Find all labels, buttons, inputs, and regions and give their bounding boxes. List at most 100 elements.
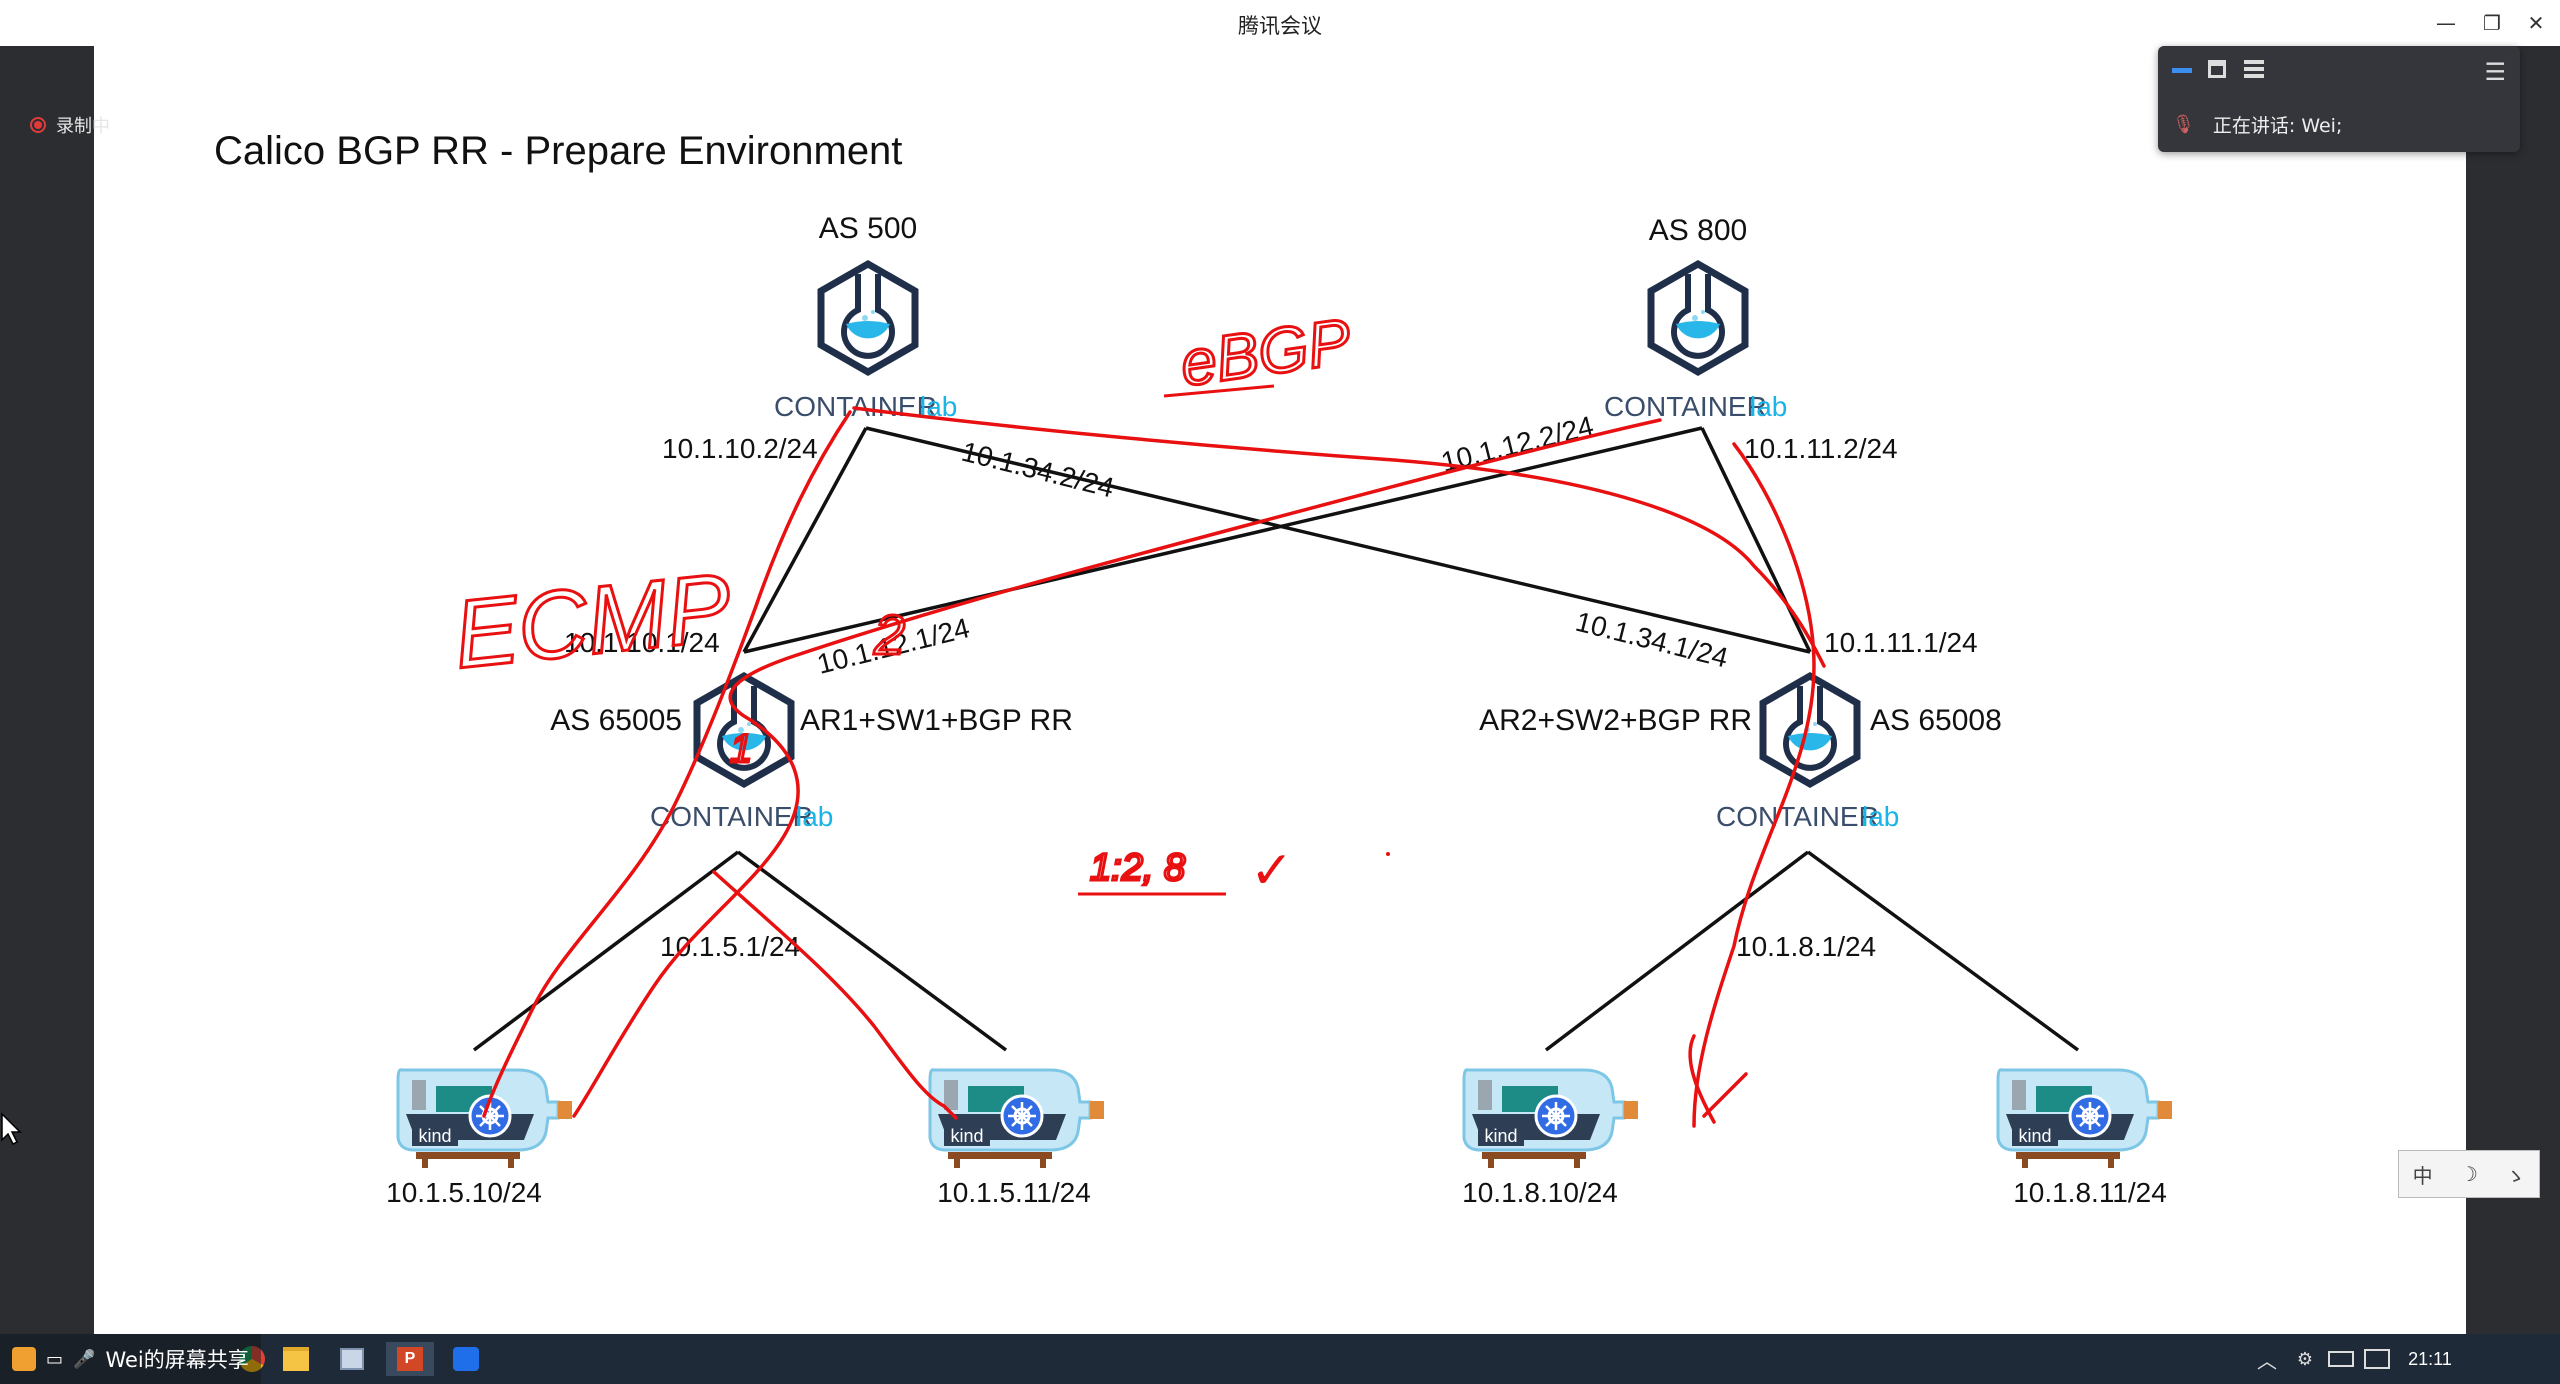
speaker-panel: ☰ 🎙 正在讲话: Wei; [2158,46,2520,152]
host-ip: 10.1.8.11/24 [2013,1177,2167,1208]
slide-title: Calico BGP RR - Prepare Environment [214,129,902,173]
node-right-rr: AR2+SW2+BGP RR AS 65008 CONTAINER lab [1479,676,2002,832]
ime-zh[interactable]: 中 [2412,1163,2433,1188]
pen-underline [1163,384,1275,398]
kind-bottle-icon [396,1068,574,1170]
host-ip: 10.1.5.10/24 [386,1177,542,1208]
powerpoint-icon[interactable]: P [386,1342,434,1376]
control-panel-icon[interactable] [332,1342,372,1376]
link-right-host4 [1806,850,2080,1052]
containerlab-icon [1763,676,1857,784]
pen-stroke [572,418,1662,1118]
containerlab-brand-a: CONTAINER [1716,801,1879,832]
restore-button[interactable]: ❐ [2483,11,2501,35]
clock[interactable]: 21:11 [2408,1348,2452,1369]
shared-slide: Calico BGP RR - Prepare Environment AS 5… [94,46,2466,1334]
collapse-panel-icon[interactable]: ☰ [2484,58,2506,86]
node-left-rr: AS 65005 AR1+SW1+BGP RR CONTAINER lab [550,676,1073,832]
window-view-icon[interactable] [2208,60,2226,78]
mouse-cursor-icon [1,1112,22,1146]
host-ip: 10.1.5.11/24 [937,1177,1091,1208]
tencent-meeting-icon[interactable] [446,1342,486,1376]
host-4: kind 10.1.8.11/24 [1996,1068,2174,1208]
mic-icon: 🎤 [73,1348,96,1370]
containerlab-brand-b: lab [796,801,833,832]
recording-indicator[interactable]: 录制中 [30,112,110,138]
network-icon[interactable] [2362,1342,2392,1376]
pen-stroke [482,410,852,1118]
share-label: Wei的屏幕共享 [105,1348,249,1372]
link-label: 10.1.8.1/24 [1736,931,1876,962]
network-diagram: Calico BGP RR - Prepare Environment AS 5… [214,129,2174,1208]
settings-tray-icon[interactable]: ⚙ [2296,1348,2314,1369]
link-as500-left [742,427,868,653]
containerlab-brand-b: lab [1862,801,1899,832]
host-ip: 10.1.8.10/24 [1462,1177,1618,1208]
muted-mic-icon: 🎙 [2172,113,2195,135]
left-margin [0,46,94,1334]
node-as800: AS 800 CONTAINER lab [1604,214,1787,422]
screen-icon: ▭ [46,1348,64,1370]
speaking-label: 正在讲话: [2212,114,2296,137]
user-icon [12,1347,36,1371]
file-explorer-icon[interactable] [276,1342,316,1376]
ime-punct[interactable]: ゝ [2505,1163,2526,1188]
recording-label: 录制中 [56,116,110,137]
as800-label: AS 800 [1649,214,1747,247]
link-label: 10.1.10.2/24 [662,433,818,464]
kind-bottle-icon [1996,1068,2174,1170]
annotation-1: 1 [730,727,752,771]
tray-chevron-icon[interactable]: ︿ [2257,1350,2277,1373]
pen-dot [1386,852,1390,856]
annotation-ecmp: ECMP [449,553,736,688]
link-left-host1 [472,850,740,1052]
link-right-host3 [1544,850,1810,1052]
host-3: kind 10.1.8.10/24 [1462,1068,1640,1208]
pen-stroke [1688,1034,1716,1124]
pen-stroke [852,406,1826,668]
record-dot-icon [30,117,46,133]
kind-badge: kind [418,1126,451,1146]
host-2: kind 10.1.5.11/24 [928,1068,1106,1208]
link-label: 10.1.34.2/24 [959,436,1118,504]
pen-stroke [1692,442,1816,1128]
link-left-host2 [736,850,1008,1052]
kind-badge: kind [950,1126,983,1146]
containerlab-brand-a: CONTAINER [1604,391,1767,422]
right-margin [2466,46,2560,1334]
annotation-frac: 1:2, 8 [1090,847,1185,889]
chrome-icon[interactable] [232,1342,272,1376]
ime-toolbar[interactable]: 中 ☽ ゝ [2398,1150,2540,1198]
pen-stroke [712,870,958,1120]
left-rr-role: AR1+SW1+BGP RR [800,704,1073,737]
link-label: 10.1.10.1/24 [564,627,720,658]
node-as500: AS 500 CONTAINER lab [774,212,957,422]
kind-badge: kind [2018,1126,2051,1146]
window-title: 腾讯会议 [1238,14,1322,38]
topology-links [472,426,2080,1052]
containerlab-icon [821,264,915,372]
minimize-view-icon[interactable] [2172,68,2192,73]
left-rr-as: AS 65005 [550,704,682,737]
close-button[interactable]: ✕ [2527,11,2545,35]
list-view-icon[interactable] [2244,60,2264,78]
link-label: 10.1.11.2/24 [1744,433,1898,464]
taskbar: P ︿ ⚙ 21:11 [0,1334,2560,1384]
pen-stroke [1702,1072,1748,1118]
right-rr-as: AS 65008 [1870,704,2002,737]
containerlab-brand-a: CONTAINER [650,801,813,832]
window-titlebar: 腾讯会议 — ❐ ✕ [0,0,2560,47]
as500-label: AS 500 [819,212,917,245]
kind-bottle-icon [1462,1068,1640,1170]
battery-icon[interactable] [2326,1342,2356,1376]
link-label: 10.1.11.1/24 [1824,627,1978,658]
kind-badge: kind [1484,1126,1517,1146]
minimize-button[interactable]: — [2436,11,2456,35]
moon-icon[interactable]: ☽ [2460,1162,2478,1186]
link-as800-left [743,426,1703,654]
speaker-name: Wei; [2301,114,2343,137]
screen-share-indicator[interactable]: ▭ 🎤 Wei的屏幕共享 [0,1334,261,1384]
annotation-2: 2 [873,603,905,666]
link-as800-right [1700,427,1812,653]
containerlab-brand-b: lab [1750,391,1787,422]
